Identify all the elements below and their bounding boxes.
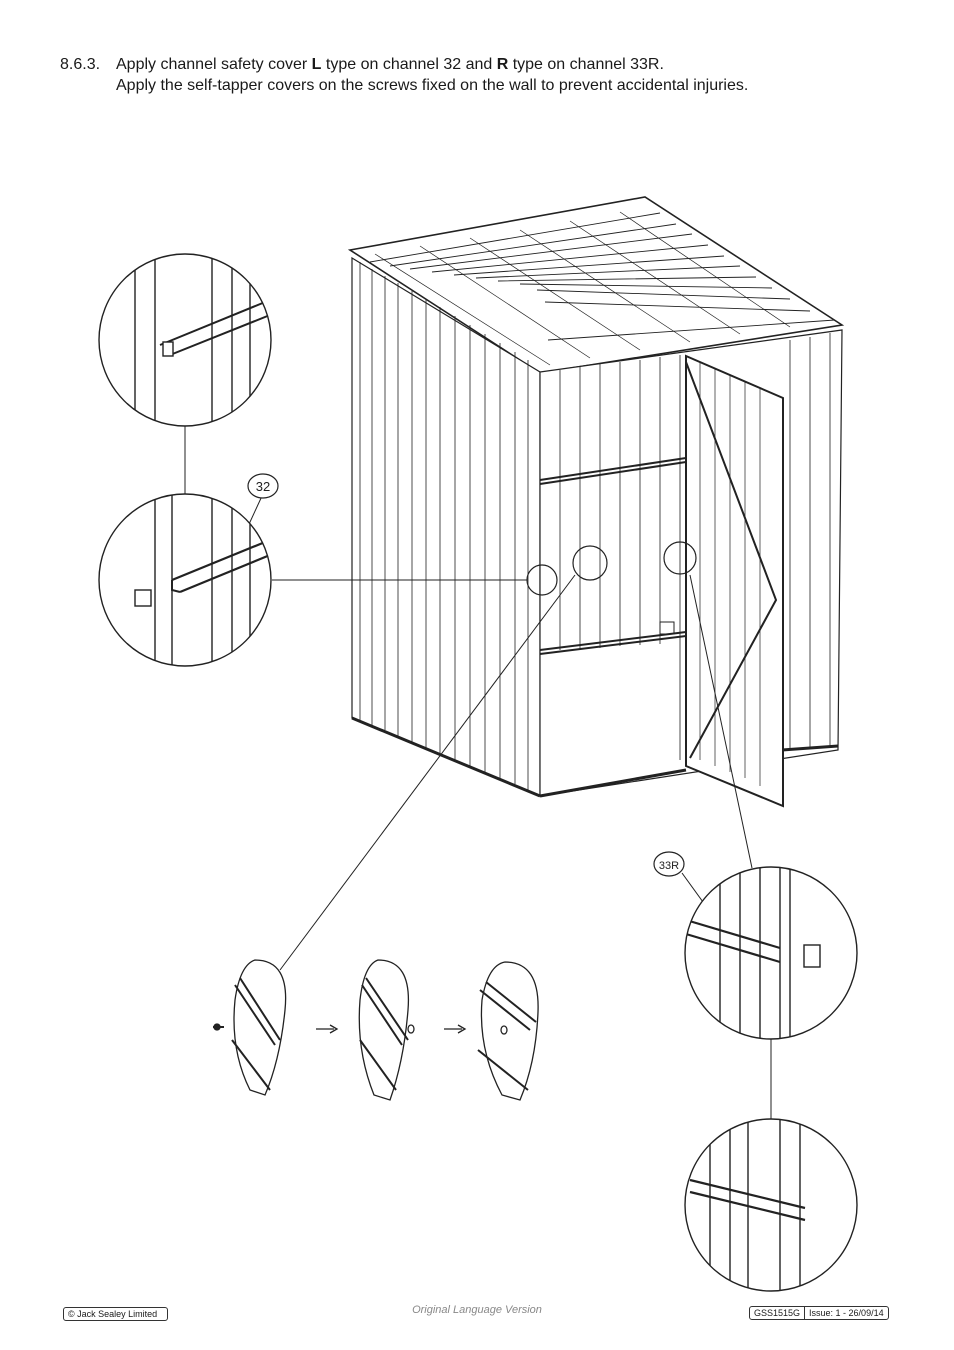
step-number: 8.6.3.	[60, 56, 101, 73]
shed-illustration	[184, 196, 845, 1119]
instruction-line-2: Apply the self-tapper covers on the scre…	[116, 77, 749, 94]
arrow-right-1	[316, 1024, 339, 1034]
type-l-label: L	[311, 56, 322, 73]
type-r-label: R	[496, 56, 509, 73]
model-number: GSS1515G	[754, 1308, 801, 1318]
detail-circle-channel-33r	[684, 866, 858, 1040]
issue-date: Issue: 1 - 26/09/14	[804, 1307, 888, 1319]
callout-33r: 33R	[653, 851, 685, 877]
callout-32: 32	[247, 473, 279, 499]
screw-step-3	[477, 961, 539, 1101]
screw-step-2	[358, 959, 415, 1101]
copyright-box: © Jack Sealey Limited	[63, 1307, 169, 1321]
document-id-box: GSS1515G Issue: 1 - 26/09/14	[749, 1306, 889, 1320]
detail-circle-channel-32	[98, 493, 272, 667]
screw-step-1	[213, 959, 287, 1096]
detail-circle-top-left	[98, 253, 272, 427]
arrow-right-2	[444, 1024, 467, 1034]
screw-cover-sequence	[213, 959, 539, 1101]
instruction-line-1: Apply channel safety cover L type on cha…	[116, 56, 664, 73]
callout-32-label: 32	[256, 479, 270, 494]
callout-33r-label: 33R	[659, 860, 679, 872]
language-version-label: Original Language Version	[412, 1304, 542, 1316]
shed-door	[685, 354, 784, 808]
detail-circle-bottom-right	[684, 1118, 858, 1292]
